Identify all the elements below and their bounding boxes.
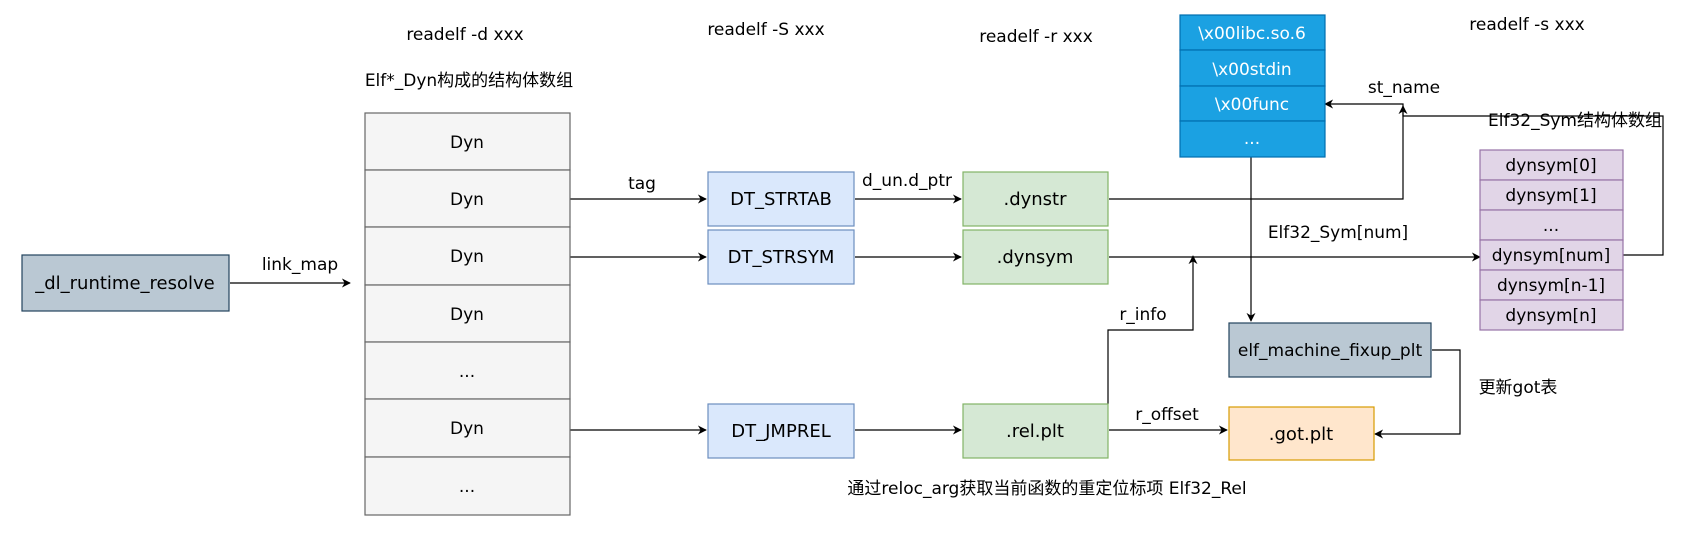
dynsym-cell-label: ... — [1543, 216, 1559, 236]
header-readelf-S: readelf -S xxx — [707, 20, 824, 40]
dyn-cell-label: Dyn — [450, 133, 484, 153]
string-cell — [1179, 85, 1326, 122]
resolver-label: _dl_runtime_resolve — [34, 273, 215, 294]
connectors — [230, 99, 1664, 439]
dyn-cell-label: Dyn — [450, 190, 484, 210]
fixup-label: elf_machine_fixup_plt — [1238, 341, 1423, 361]
string-cell-label: ... — [1244, 129, 1260, 149]
header-readelf-s: readelf -s xxx — [1469, 15, 1584, 35]
dynsym-cell-label: dynsym[0] — [1505, 156, 1596, 176]
edge-label-link-map: link_map — [262, 255, 338, 275]
header-readelf-d: readelf -d xxx — [406, 25, 523, 45]
dyn-cell-label: Dyn — [450, 419, 484, 439]
gotplt-box — [1228, 406, 1375, 461]
dynsym-cell-label: dynsym[n] — [1505, 306, 1596, 326]
dt-strsym-label: DT_STRSYM — [728, 247, 835, 268]
relplt-box — [962, 403, 1109, 459]
edge-label-st-name: st_name — [1368, 78, 1440, 98]
string-cell — [1179, 49, 1326, 87]
string-cell-label: \x00stdin — [1212, 60, 1291, 80]
edge-relplt-r-info — [1107, 255, 1198, 404]
edge-fixup-to-gotplt — [1374, 349, 1461, 439]
string-cell — [1179, 14, 1326, 51]
relplt-label: .rel.plt — [1006, 421, 1064, 442]
dynstr-box — [962, 171, 1109, 227]
edge-label-d-un: d_un.d_ptr — [862, 171, 952, 191]
sym-array-title: Elf32_Sym结构体数组 — [1488, 111, 1662, 131]
dyn-cell — [364, 398, 571, 458]
dyn-cell — [364, 169, 571, 228]
resolver-box: _dl_runtime_resolve — [21, 254, 230, 312]
dynsym-cell-label: dynsym[n-1] — [1497, 276, 1605, 296]
dyn-cell — [364, 226, 571, 286]
dt-strtab-box — [707, 171, 855, 227]
dynsym-box — [962, 229, 1109, 285]
dt-jmprel-box — [707, 403, 855, 459]
edge-stname-to-strings — [1324, 99, 1664, 256]
dyn-cell-label: Dyn — [450, 305, 484, 325]
section-boxes: .dynstr .dynsym .rel.plt .got.plt — [962, 171, 1375, 461]
string-cell-label: \x00func — [1215, 95, 1289, 115]
dynsym-cell — [1479, 239, 1624, 271]
dyn-cell — [364, 112, 571, 171]
edge-label-tag: tag — [628, 174, 656, 194]
reloc-note: 通过reloc_arg获取当前函数的重定位标项 Elf32_Rel — [847, 479, 1246, 499]
edge-label-r-info: r_info — [1119, 305, 1166, 325]
edge-label-r-offset: r_offset — [1135, 405, 1199, 425]
dyn-cell-label: ... — [459, 362, 475, 382]
dyn-cell — [364, 341, 571, 400]
string-cell — [1179, 120, 1326, 158]
edge-label-elf32-sym-num: Elf32_Sym[num] — [1268, 223, 1408, 243]
dyn-array-title: Elf*_Dyn构成的结构体数组 — [365, 71, 573, 91]
edge-label-update-got: 更新got表 — [1479, 378, 1558, 398]
dynsym-cell — [1479, 209, 1624, 241]
dynsym-cell — [1479, 149, 1624, 181]
dyn-cell-label: ... — [459, 477, 475, 497]
dynsym-cell-label: dynsym[num] — [1492, 246, 1610, 266]
dynstr-label: .dynstr — [1003, 189, 1067, 210]
gotplt-label: .got.plt — [1269, 424, 1333, 445]
header-readelf-r: readelf -r xxx — [979, 27, 1093, 47]
dyn-cell — [364, 456, 571, 516]
dt-jmprel-label: DT_JMPREL — [731, 421, 830, 442]
dynsym-cell — [1479, 269, 1624, 301]
dt-strtab-label: DT_STRTAB — [730, 189, 832, 210]
fixup-box: elf_machine_fixup_plt — [1228, 322, 1432, 378]
dyn-cell — [364, 284, 571, 343]
tag-boxes: DT_STRTAB DT_STRSYM DT_JMPREL — [707, 171, 855, 459]
dynsym-cell — [1479, 299, 1624, 331]
string-cell-label: \x00libc.so.6 — [1198, 24, 1306, 44]
edge-dynstr-to-strings — [1109, 105, 1408, 200]
dynsym-array: dynsym[0] dynsym[1] ... dynsym[num] dyns… — [1479, 149, 1624, 331]
dynsym-cell-label: dynsym[1] — [1505, 186, 1596, 206]
dt-strsym-box — [707, 229, 855, 285]
strings-table: \x00libc.so.6 \x00stdin \x00func ... — [1179, 14, 1326, 158]
dynsym-cell — [1479, 179, 1624, 211]
dynsym-label: .dynsym — [997, 247, 1074, 268]
dyn-cell-label: Dyn — [450, 247, 484, 267]
dyn-array: Dyn Dyn Dyn Dyn ... Dyn ... — [364, 112, 571, 516]
